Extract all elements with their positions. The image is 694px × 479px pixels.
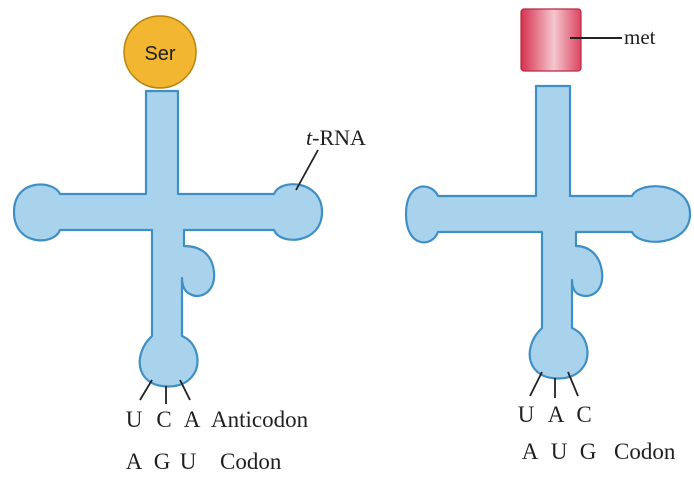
left-anticodon-tick-1 bbox=[140, 380, 152, 400]
right-codon-base-3: G bbox=[580, 439, 597, 464]
left-trna-body bbox=[14, 91, 322, 386]
right-trna: met U A C A U G Codon bbox=[406, 9, 690, 464]
right-anticodon-tick-1 bbox=[530, 372, 542, 396]
right-codon-base-2: U bbox=[551, 439, 568, 464]
left-anticodon-base-3: A bbox=[184, 407, 201, 432]
left-anticodon-base-2: C bbox=[156, 407, 171, 432]
methionine-square bbox=[521, 9, 581, 71]
left-codon-base-2: G bbox=[154, 449, 171, 474]
met-label: met bbox=[624, 25, 656, 49]
left-codon-label: Codon bbox=[220, 449, 282, 474]
trna-label: t-RNA bbox=[306, 125, 366, 150]
left-codon-base-1: A bbox=[126, 449, 143, 474]
serine-label: Ser bbox=[144, 43, 175, 65]
anticodon-label: Anticodon bbox=[211, 407, 309, 432]
right-anticodon-base-2: A bbox=[548, 402, 565, 427]
right-anticodon-base-1: U bbox=[518, 402, 535, 427]
right-codon-base-1: A bbox=[522, 439, 539, 464]
right-codon-label: Codon bbox=[614, 439, 676, 464]
right-anticodon-base-3: C bbox=[576, 402, 591, 427]
right-trna-body bbox=[406, 86, 690, 378]
trna-label-leader bbox=[296, 150, 318, 190]
left-trna: Ser t-RNA U C A Anticodon A G U Codon bbox=[14, 16, 366, 474]
left-codon-base-3: U bbox=[180, 449, 197, 474]
left-anticodon-base-1: U bbox=[126, 407, 143, 432]
